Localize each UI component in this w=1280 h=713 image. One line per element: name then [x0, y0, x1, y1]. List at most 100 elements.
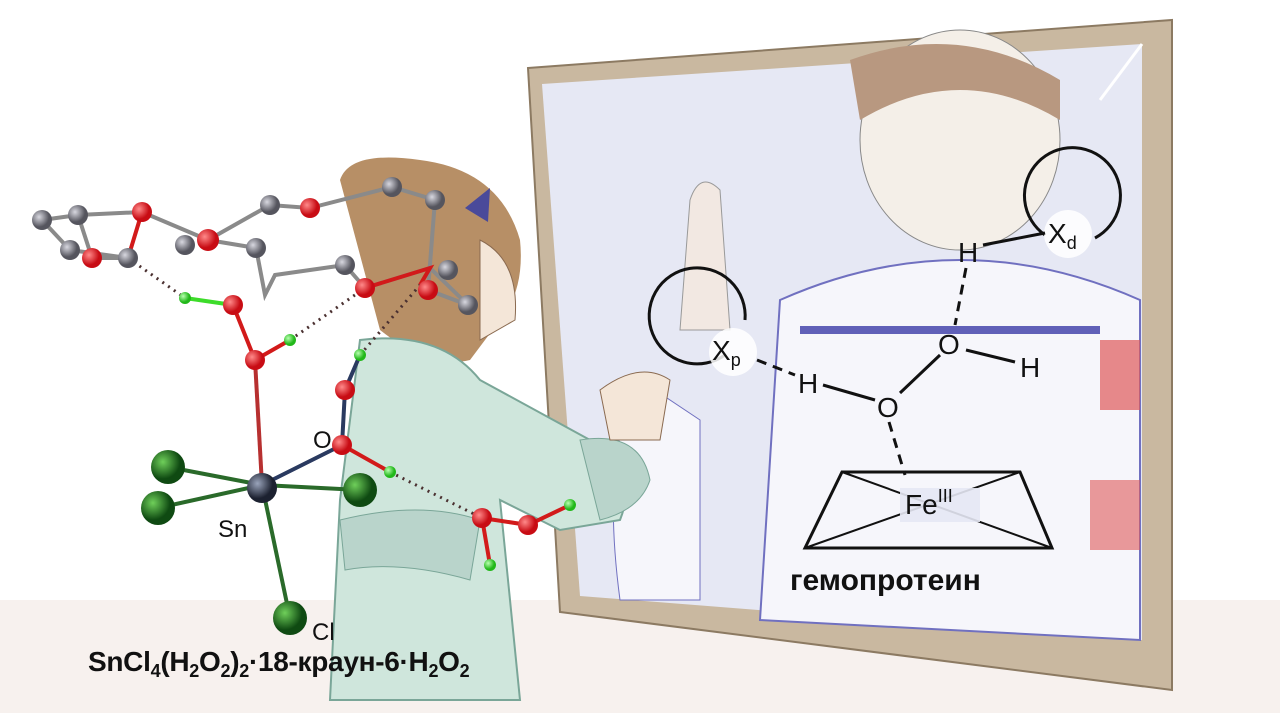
formula-subscript: 4 [150, 661, 161, 681]
xp-label-backdrop [709, 328, 757, 376]
formula-part: SnCl [88, 646, 151, 677]
xp-label: Xp [712, 335, 741, 370]
iron-oxidation-state: III [938, 486, 953, 506]
formula-subscript: 2 [459, 661, 470, 681]
carbon-atom [60, 240, 80, 260]
reflection-hair [850, 44, 1060, 120]
iron-label: FeIII [905, 486, 953, 520]
girl-sleeve [339, 509, 481, 581]
suit-patch [1100, 340, 1140, 410]
xp-main: X [712, 335, 731, 366]
carbon-atom [68, 205, 88, 225]
xd-pocket [1022, 146, 1122, 240]
hydrogen-atom [384, 466, 396, 478]
hair-clip [465, 188, 490, 222]
oxygen-atom [82, 248, 102, 268]
oxygen-bond [364, 264, 435, 290]
reflection-hand [679, 181, 731, 331]
peroxide-bond [231, 304, 291, 363]
formula-part: O [438, 646, 460, 677]
oxygen-atom [335, 380, 355, 400]
hydrogen-atom [484, 559, 496, 571]
oxygen-label: O [313, 427, 332, 454]
oxygen-atom [332, 435, 352, 455]
hydrogen-bond [389, 470, 483, 520]
iron-oxygen-bond [887, 421, 907, 476]
o-h-bond [965, 348, 1016, 364]
carbon-atom [32, 210, 52, 230]
xd-label-backdrop [1044, 210, 1092, 258]
h-xd-bond [982, 231, 1046, 247]
carbon-atom [118, 248, 138, 268]
girl-face [479, 239, 517, 341]
formula-subscript: 2 [428, 661, 439, 681]
oxygen-atom [472, 508, 492, 528]
tin-chlorine-bond [157, 465, 361, 619]
chlorine-atom [273, 601, 307, 635]
xd-label: Xd [1048, 218, 1077, 253]
formula-part: ·18-краун-6·H [248, 646, 429, 677]
glass-glint [1098, 43, 1144, 101]
formula-part: ) [230, 646, 240, 677]
hydrogen-atom [564, 499, 576, 511]
formula-subscript: 2 [189, 661, 199, 681]
formula-part: O [198, 646, 221, 677]
tin-oxygen-bond [261, 354, 362, 487]
hydrogen-bond [953, 267, 968, 326]
carbon-atom [335, 255, 355, 275]
hydrogen-atom [179, 292, 191, 304]
carbon-atom [246, 238, 266, 258]
hydrogen-bonds [127, 256, 483, 520]
hydrogen-bond [289, 286, 366, 342]
hemoprotein-caption: гемопротеин [790, 564, 981, 597]
molecule-atoms [32, 177, 576, 635]
hydrogen-bond [358, 284, 422, 356]
carbon-atom [458, 295, 478, 315]
hydrogen-bond [127, 256, 186, 300]
oxygen-atom [355, 278, 375, 298]
carbon-atom [175, 235, 195, 255]
h-left-label: H [798, 368, 818, 399]
oxygen-atom [132, 202, 152, 222]
compound-formula: SnCl4(H2O2)2·18-краун-6·H2O2 [88, 646, 470, 682]
iron-label-backdrop [900, 488, 980, 522]
formula-subscript: 2 [220, 661, 231, 681]
tin-label: Sn [218, 516, 247, 543]
carbon-atom [425, 190, 445, 210]
o-lower-label: O [877, 392, 899, 423]
dashed-interactions [756, 267, 968, 476]
xd-subscript: d [1067, 233, 1077, 253]
hydrogen-bond [756, 358, 796, 377]
carbon-atom [260, 195, 280, 215]
chlorine-atom [151, 450, 185, 484]
chlorine-atom [343, 473, 377, 507]
xd-main: X [1048, 218, 1067, 249]
hydrogen-atom [354, 349, 366, 361]
tin-atom [247, 473, 277, 503]
carbon-atom [438, 260, 458, 280]
formula-subscript: 2 [239, 661, 249, 681]
suit-patch [1090, 480, 1140, 550]
girl-hand [599, 371, 671, 441]
hydrogen-atom [284, 334, 296, 346]
xp-subscript: p [731, 350, 741, 370]
carbon-atom [382, 177, 402, 197]
heme-scheme: Xp Xd H O O H H FeIII гемопротеин [647, 146, 1122, 597]
o-upper-label: O [938, 329, 960, 360]
oxygen-atom [518, 515, 538, 535]
oxygen-atom [300, 198, 320, 218]
h-right-label: H [1020, 352, 1040, 383]
o-o-bond [898, 353, 942, 395]
oxygen-atom [245, 350, 265, 370]
oxygen-atom [418, 280, 438, 300]
h-o-bond [822, 383, 876, 402]
tin-oxygen-bond [253, 359, 264, 486]
xp-pocket [647, 266, 747, 366]
iron-symbol: Fe [905, 489, 938, 520]
chlorine-label: Cl [312, 619, 335, 646]
oxygen-atom [223, 295, 243, 315]
chlorine-atom [141, 491, 175, 525]
h-top-label: H [958, 237, 978, 268]
oxygen-atom [197, 229, 219, 251]
